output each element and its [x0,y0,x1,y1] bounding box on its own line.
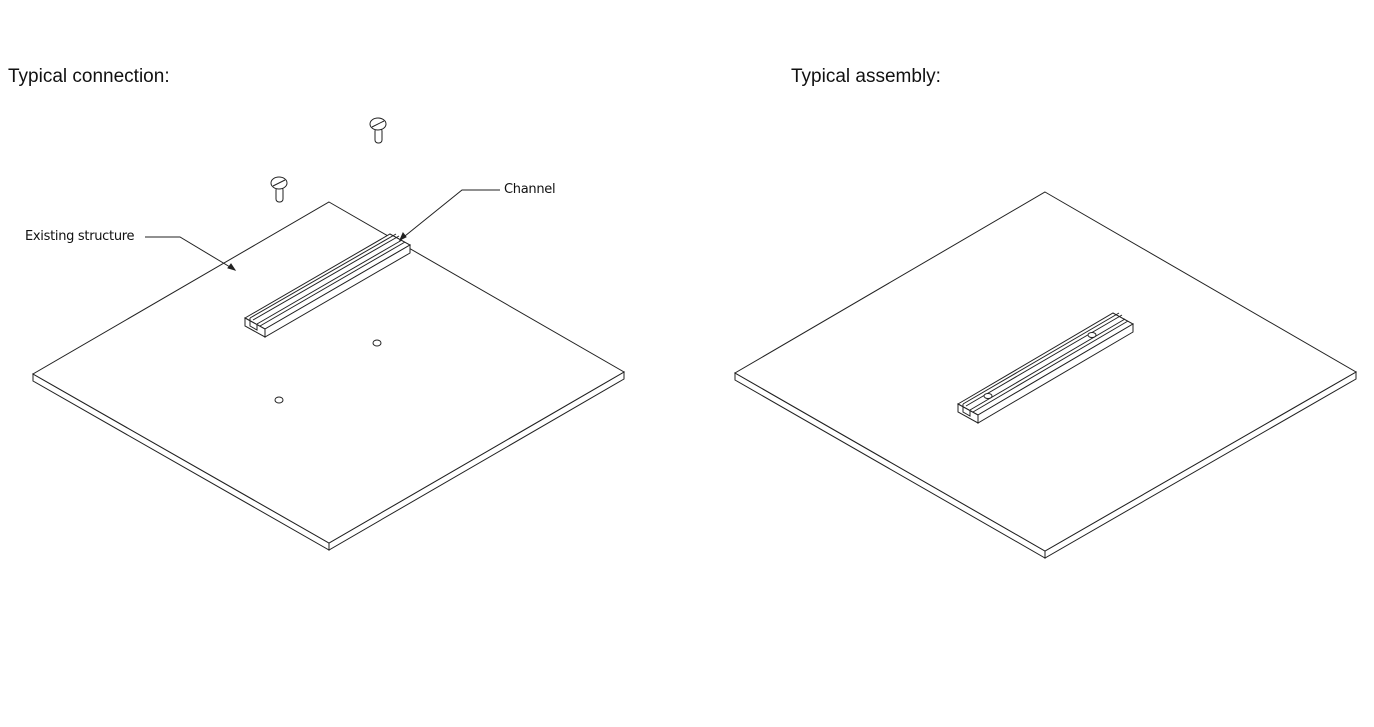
screw-head-icon [983,393,993,399]
channel [243,233,412,338]
channel-label: Channel [504,182,556,197]
assembly-title: Typical assembly: [791,66,941,87]
existing-structure-plate [31,201,625,551]
channel-leader [399,189,500,241]
screw-icon [270,176,288,203]
screw-head-icon [1087,332,1097,338]
structure-leader [145,236,236,271]
existing-structure-label: Existing structure [25,229,135,244]
arrowhead-icon [227,263,237,271]
arrowhead-icon [399,232,407,242]
assembled-channel [956,312,1135,424]
screw-icon [369,117,387,144]
connection-title: Typical connection: [8,66,170,87]
holes [274,339,382,404]
